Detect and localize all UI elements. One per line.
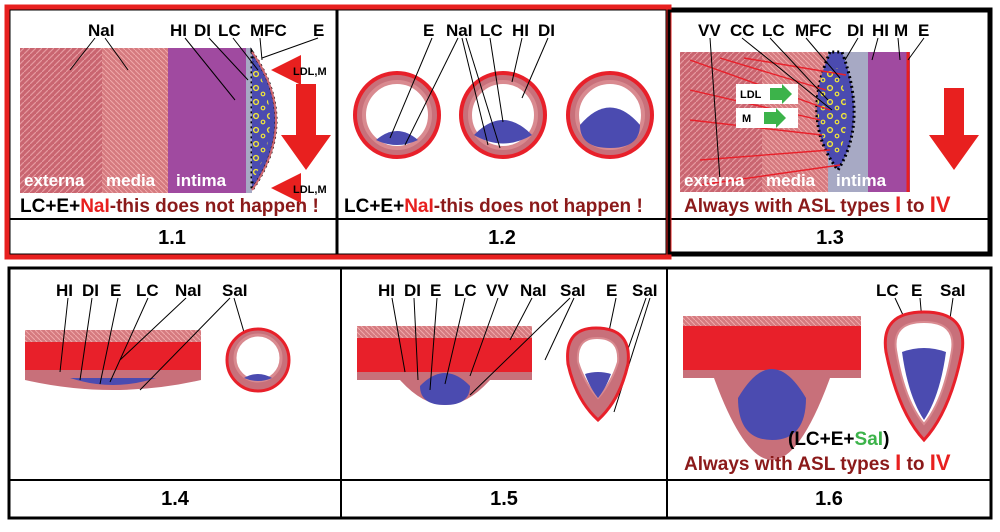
hi-layer	[868, 52, 910, 192]
layer-label-intima: intima	[176, 171, 227, 190]
label-cc: CC	[730, 21, 755, 40]
endothelium	[251, 51, 277, 191]
panel-1-4: HI DI E LC NaI SaI 1.4	[25, 281, 291, 510]
layer-label-media: media	[766, 171, 816, 190]
label-lc: LC	[762, 21, 785, 40]
layer-label-externa: externa	[24, 171, 85, 190]
formula: (LC+E+SaI)	[788, 429, 889, 450]
label-e: E	[430, 281, 441, 300]
label-lc: LC	[218, 21, 241, 40]
label-m-arrow: M	[742, 113, 751, 125]
label-sal2: SaI	[632, 281, 658, 300]
vessel-cross-section-1	[353, 71, 441, 159]
layer-label-intima: intima	[836, 171, 887, 190]
downward-arrow	[281, 84, 331, 170]
label-nal: NaI	[88, 21, 114, 40]
label-m: M	[894, 21, 908, 40]
label-mfc: MFC	[250, 21, 287, 40]
label-e: E	[423, 21, 434, 40]
label-mfc: MFC	[795, 21, 832, 40]
panel-1-6: LC E SaI (LC+E+SaI) Always with ASL type…	[683, 281, 966, 510]
label-hi: HI	[872, 21, 889, 40]
label-nal: NaI	[175, 281, 201, 300]
caption: LC+E+NaI-this does not happen !	[20, 196, 319, 217]
label-ldl-m-bottom: LDL,M	[293, 184, 327, 196]
panel-number: 1.1	[158, 227, 186, 249]
label-lc: LC	[454, 281, 477, 300]
label-sal: SaI	[222, 281, 248, 300]
panel-1-3: VV CC LC MFC DI HI M E LDL M externa med…	[680, 21, 979, 249]
label-nal: NaI	[520, 281, 546, 300]
intima-layer	[168, 48, 246, 193]
label-ldl-m-top: LDL,M	[293, 66, 327, 78]
panel-number: 1.5	[490, 488, 518, 510]
label-vv: VV	[698, 21, 721, 40]
panel-1-2: E NaI LC HI DI LC+E+NaI-this does not ha…	[344, 21, 654, 249]
caption: Always with ASL types I to IV	[684, 450, 951, 475]
bottom-row-frame	[7, 266, 993, 520]
label-e: E	[110, 281, 121, 300]
lipid-dots	[817, 68, 847, 160]
label-lc: LC	[480, 21, 503, 40]
label-hi: HI	[56, 281, 73, 300]
label-e2: E	[606, 281, 617, 300]
media-layer	[102, 48, 168, 193]
label-hi: HI	[170, 21, 187, 40]
label-e: E	[911, 281, 922, 300]
label-e: E	[918, 21, 929, 40]
externa-layer	[20, 48, 102, 193]
hi-layer	[246, 48, 252, 193]
label-hi: HI	[378, 281, 395, 300]
vasa-vasorum	[689, 57, 847, 186]
downward-arrow	[929, 88, 979, 170]
panel-1-3-inner-frame	[667, 9, 991, 255]
label-e: E	[313, 21, 324, 40]
panel-1-1: NaI HI DI LC MFC E LDL,M LDL,M externa m…	[20, 21, 331, 249]
caption: Always with ASL types I to IV	[684, 192, 951, 217]
label-di: DI	[538, 21, 555, 40]
label-di: DI	[82, 281, 99, 300]
label-hi: HI	[512, 21, 529, 40]
layer-label-externa: externa	[684, 171, 745, 190]
label-sal: SaI	[940, 281, 966, 300]
panel-number: 1.3	[816, 227, 844, 249]
vessel-cross-section-3	[566, 71, 654, 159]
caption: LC+E+NaI-this does not happen !	[344, 196, 643, 217]
panel-number: 1.6	[815, 488, 843, 510]
label-lc: LC	[876, 281, 899, 300]
label-vv: VV	[486, 281, 509, 300]
panel-1-5: HI DI E LC VV NaI SaI E SaI 1.5	[357, 281, 658, 510]
panel-number: 1.2	[488, 227, 516, 249]
label-lc: LC	[136, 281, 159, 300]
label-di: DI	[194, 21, 211, 40]
layer-label-media: media	[106, 171, 156, 190]
label-di: DI	[404, 281, 421, 300]
label-ldl-arrow: LDL	[740, 89, 762, 101]
panel-number: 1.4	[161, 488, 190, 510]
label-nal: NaI	[446, 21, 472, 40]
label-di: DI	[847, 21, 864, 40]
lipid-dots	[252, 60, 270, 182]
label-sal: SaI	[560, 281, 586, 300]
